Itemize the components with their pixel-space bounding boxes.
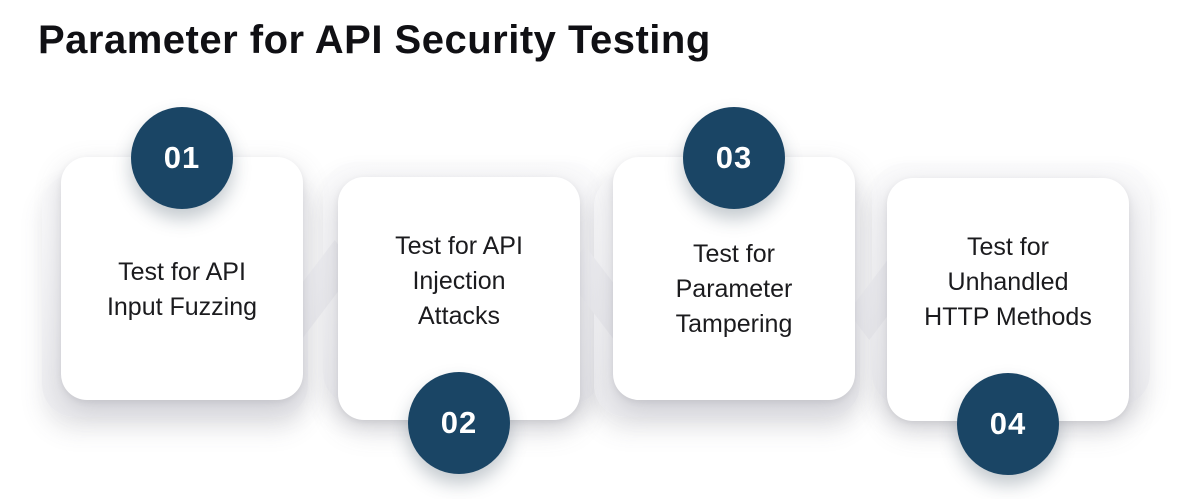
step-card-face: Test for Unhandled HTTP Methods xyxy=(887,178,1129,421)
step-card-02: Test for API Injection Attacks 02 xyxy=(323,162,601,474)
step-label-line: Test for API xyxy=(118,257,246,286)
step-label: Test for Unhandled HTTP Methods xyxy=(924,230,1092,335)
step-number-badge: 03 xyxy=(683,107,785,209)
step-card-03: Test for Parameter Tampering 03 xyxy=(594,107,860,417)
step-number-badge: 01 xyxy=(131,107,233,209)
step-label-line: Tampering xyxy=(675,310,793,338)
step-number-badge: 02 xyxy=(408,372,510,474)
step-label: Test for Parameter Tampering xyxy=(676,237,793,342)
step-card-04: Test for Unhandled HTTP Methods 04 xyxy=(872,163,1150,475)
step-label-line: Parameter xyxy=(675,275,793,303)
step-label: Test for API Injection Attacks xyxy=(395,229,523,334)
step-card-face: Test for API Injection Attacks xyxy=(338,177,580,420)
step-number-badge: 04 xyxy=(957,373,1059,475)
step-label-line: Attacks xyxy=(418,302,500,330)
step-label-line: Test for API xyxy=(395,232,523,260)
step-label-line: Test for xyxy=(967,233,1049,261)
step-label-line: Unhandled xyxy=(947,268,1069,296)
step-label-line: Test for xyxy=(693,240,775,268)
step-label-line: Injection xyxy=(412,267,506,295)
step-label: Test for API Input Fuzzing xyxy=(107,255,257,325)
step-label-line: Input Fuzzing xyxy=(106,292,258,321)
step-card-01: Test for API Input Fuzzing 01 xyxy=(42,107,308,417)
step-label-line: HTTP Methods xyxy=(924,303,1092,331)
page-title: Parameter for API Security Testing xyxy=(38,18,711,62)
